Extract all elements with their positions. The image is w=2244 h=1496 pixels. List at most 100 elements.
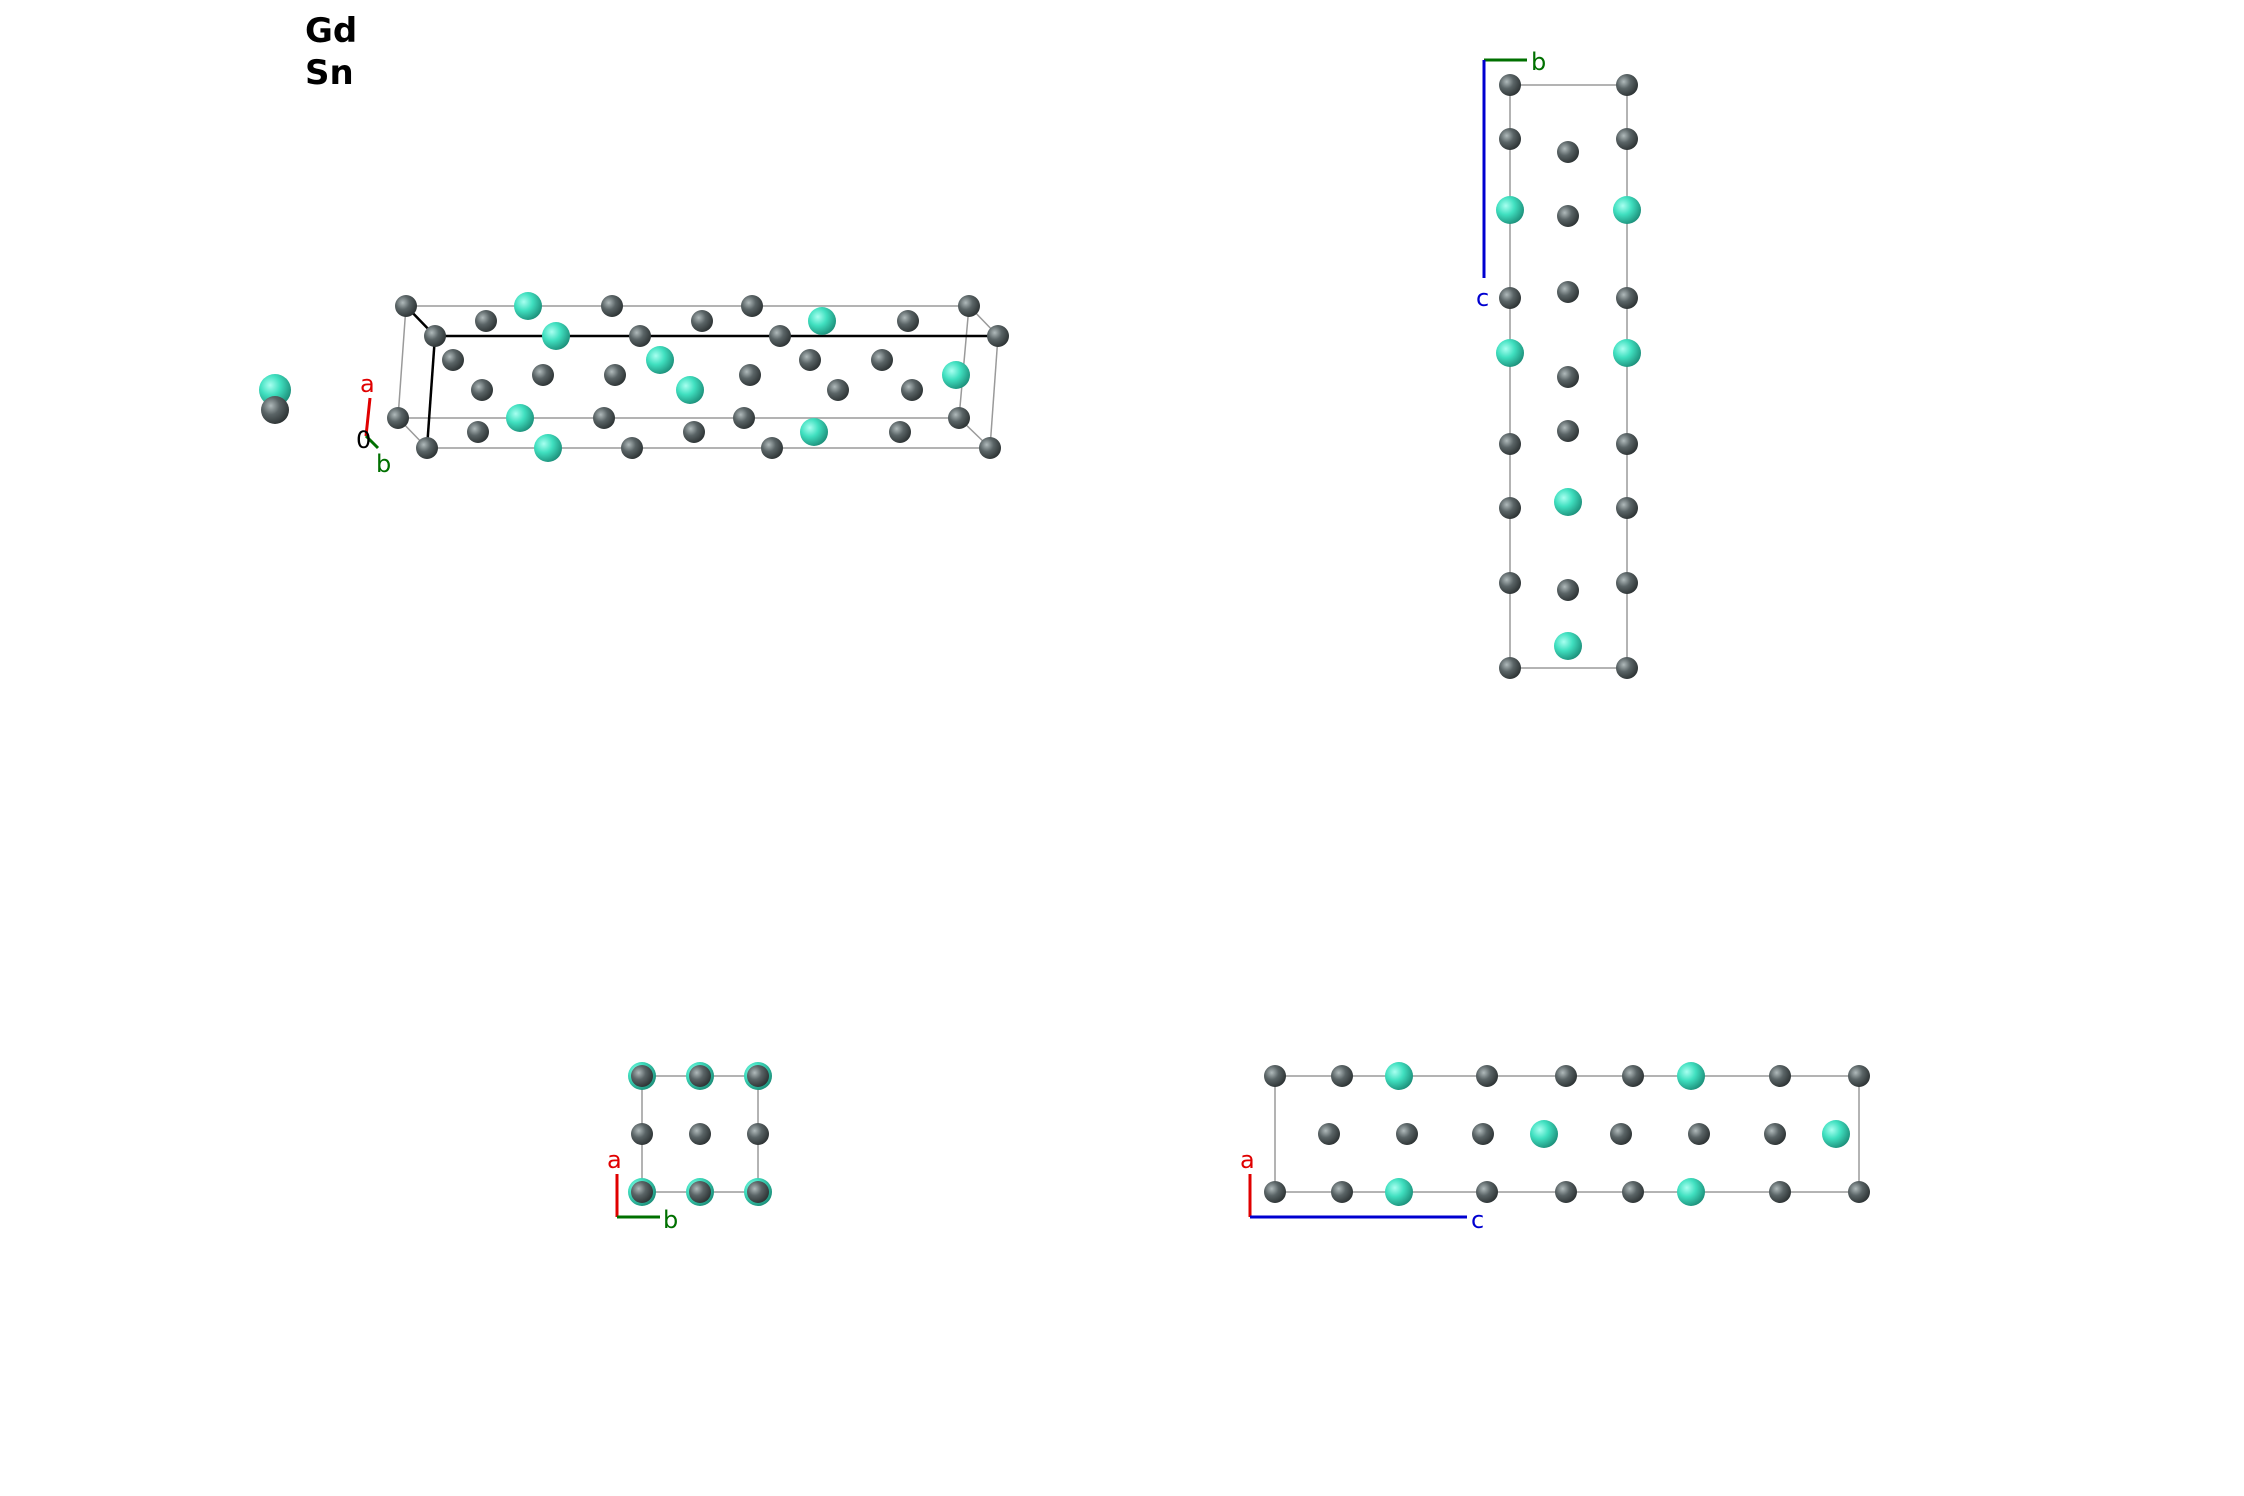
- gd-atom: [808, 307, 836, 335]
- view-ab: a b: [607, 1062, 772, 1234]
- view-bc: b c: [1476, 48, 1641, 679]
- sn-atom: [691, 310, 713, 332]
- sn-atom: [1764, 1123, 1786, 1145]
- sn-atom: [387, 407, 409, 429]
- sn-atom: [471, 379, 493, 401]
- sn-atom: [1769, 1065, 1791, 1087]
- sn-atom: [1331, 1065, 1353, 1087]
- sn-atom: [261, 396, 289, 424]
- sn-atom: [467, 421, 489, 443]
- gd-atom: [506, 404, 534, 432]
- sn-atom: [631, 1123, 653, 1145]
- sn-atom: [424, 325, 446, 347]
- gd-atom: [1677, 1178, 1705, 1206]
- gd-atom: [1385, 1062, 1413, 1090]
- gd-atom: [1554, 632, 1582, 660]
- gd-atom: [542, 322, 570, 350]
- sn-atom: [889, 421, 911, 443]
- sn-atom: [958, 295, 980, 317]
- axis-a-line: [364, 397, 372, 437]
- axis-b-label: b: [376, 450, 391, 478]
- gd-atom: [259, 374, 291, 406]
- axis-a-label: a: [360, 370, 375, 398]
- sn-atom: [395, 295, 417, 317]
- gd-atom: [534, 434, 562, 462]
- sn-atom: [1557, 579, 1579, 601]
- sn-atom: [416, 437, 438, 459]
- view-perspective: a b 0: [356, 292, 1009, 478]
- sn-atom: [631, 1065, 653, 1087]
- sn-atom: [601, 295, 623, 317]
- sn-atom: [1331, 1181, 1353, 1203]
- axis-a-label: a: [1240, 1146, 1255, 1174]
- sn-atom: [1848, 1181, 1870, 1203]
- sn-atom: [1616, 657, 1638, 679]
- cell-edge: [425, 335, 437, 449]
- gd-atom: [676, 376, 704, 404]
- axis-c-label: c: [1471, 1206, 1484, 1234]
- sn-atom: [747, 1181, 769, 1203]
- sn-atom: [1264, 1181, 1286, 1203]
- cell-edge: [989, 335, 999, 449]
- sn-atom: [1848, 1065, 1870, 1087]
- sn-atom: [1557, 420, 1579, 442]
- sn-atom: [799, 349, 821, 371]
- sn-atom: [1557, 141, 1579, 163]
- axis-a-label: a: [607, 1146, 622, 1174]
- gd-atom: [942, 361, 970, 389]
- axis-b-label: b: [663, 1206, 678, 1234]
- sn-atom: [1555, 1065, 1577, 1087]
- axis-indicator: a b: [607, 1146, 678, 1234]
- axis-indicator: a c: [1240, 1146, 1484, 1234]
- sn-atom: [1476, 1065, 1498, 1087]
- unit-cell-outline: [1509, 84, 1628, 669]
- sn-atom: [1616, 433, 1638, 455]
- gd-atom: [514, 292, 542, 320]
- sn-atom: [1264, 1065, 1286, 1087]
- sn-atom: [1499, 433, 1521, 455]
- sn-atom: [683, 421, 705, 443]
- sn-atom: [1499, 572, 1521, 594]
- view-ac: a c: [1240, 1062, 1870, 1234]
- sn-atom: [1476, 1181, 1498, 1203]
- sn-atom: [1318, 1123, 1340, 1145]
- atoms: [628, 1062, 772, 1206]
- sn-atom: [733, 407, 755, 429]
- gd-atom: [1554, 488, 1582, 516]
- sn-atom: [593, 407, 615, 429]
- sn-atom: [1688, 1123, 1710, 1145]
- sn-atom: [739, 364, 761, 386]
- gd-atom: [1613, 339, 1641, 367]
- sn-atom: [987, 325, 1009, 347]
- sn-atom: [1616, 74, 1638, 96]
- sn-atom: [1555, 1181, 1577, 1203]
- sn-atom: [948, 407, 970, 429]
- sn-atom: [1472, 1123, 1494, 1145]
- legend-gd-label: Gd: [305, 11, 357, 51]
- sn-atom: [1499, 287, 1521, 309]
- gd-atom: [1385, 1178, 1413, 1206]
- sn-atom: [621, 437, 643, 459]
- gd-atom: [1530, 1120, 1558, 1148]
- sn-atom: [1622, 1181, 1644, 1203]
- sn-atom: [1616, 287, 1638, 309]
- gd-atom: [1496, 196, 1524, 224]
- gd-atom: [646, 346, 674, 374]
- sn-atom: [747, 1065, 769, 1087]
- sn-atom: [747, 1123, 769, 1145]
- sn-atom: [631, 1181, 653, 1203]
- sn-atom: [1616, 497, 1638, 519]
- sn-atom: [741, 295, 763, 317]
- sn-atom: [689, 1181, 711, 1203]
- axis-b-label: b: [1531, 48, 1546, 76]
- axis-indicator: b c: [1476, 48, 1546, 312]
- sn-atom: [1622, 1065, 1644, 1087]
- sn-atom: [442, 349, 464, 371]
- sn-atom: [1396, 1123, 1418, 1145]
- gd-atom: [800, 418, 828, 446]
- sn-atom: [1499, 128, 1521, 150]
- sn-atom: [629, 325, 651, 347]
- legend-sn-label: Sn: [305, 53, 354, 93]
- gd-atom: [1496, 339, 1524, 367]
